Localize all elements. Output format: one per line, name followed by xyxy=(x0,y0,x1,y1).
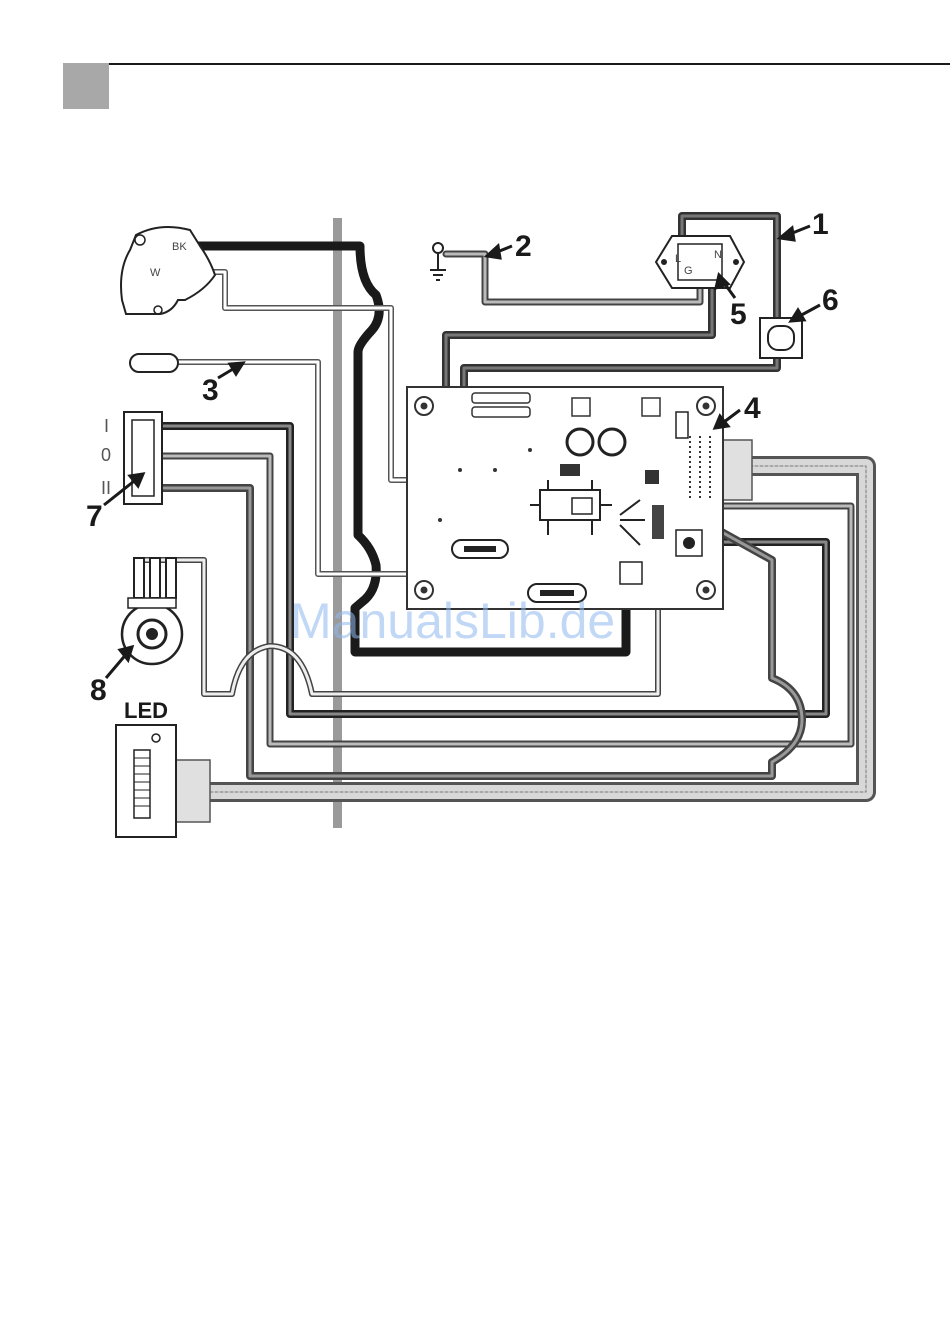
switch-pos-0: 0 xyxy=(101,445,111,465)
mode-switch: I 0 II xyxy=(101,412,162,504)
switch-pos-ii: II xyxy=(101,478,111,498)
blower-terminal-bk: BK xyxy=(172,241,187,253)
callout-8: 8 xyxy=(90,674,107,707)
callout-3-arrowhead xyxy=(230,363,243,374)
callout-5: 5 xyxy=(730,298,747,331)
socket-terminal-l: L xyxy=(675,253,681,265)
switch-pos-i: I xyxy=(104,416,109,436)
fuse-holder xyxy=(760,318,802,358)
socket-terminal-g: G xyxy=(684,265,693,277)
blower-motor: BK W xyxy=(121,227,215,314)
led-label: LED xyxy=(124,698,168,723)
callout-4: 4 xyxy=(744,392,761,425)
callout-1: 1 xyxy=(812,208,829,241)
blower-terminal-w: W xyxy=(150,267,161,279)
ribbon-fan-led xyxy=(176,760,210,822)
temperature-sensor xyxy=(130,354,178,372)
watermark: ManualsLib.de xyxy=(290,593,615,649)
callout-6: 6 xyxy=(822,284,839,317)
control-board xyxy=(407,387,723,609)
led-panel: LED xyxy=(116,698,176,837)
callout-6-arrowhead xyxy=(791,310,804,321)
mains-socket: L G N xyxy=(656,236,744,288)
callout-2-arrowhead xyxy=(487,246,500,258)
callout-2: 2 xyxy=(515,230,532,263)
callout-1-arrowhead xyxy=(780,228,794,240)
callout-3: 3 xyxy=(202,374,219,407)
socket-terminal-n: N xyxy=(714,249,722,261)
ground-symbol xyxy=(430,243,446,280)
callout-7: 7 xyxy=(86,500,103,533)
